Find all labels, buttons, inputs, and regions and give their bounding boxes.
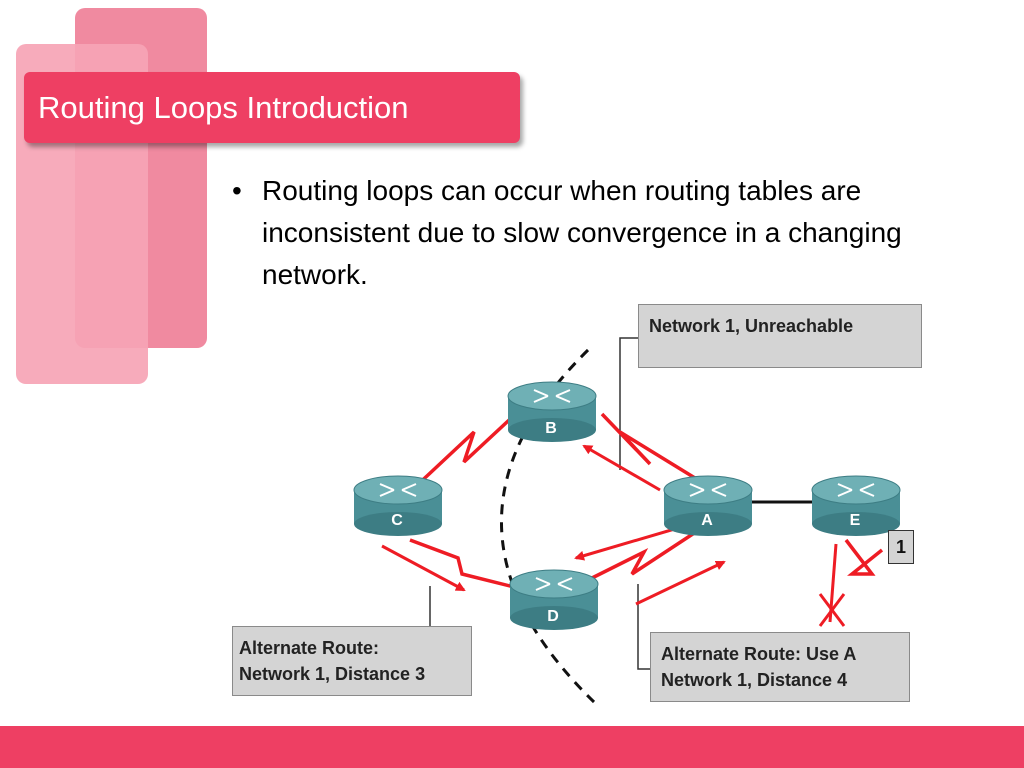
link-c-b	[410, 406, 524, 492]
arrow-d-to-a	[635, 560, 726, 606]
router-e	[811, 475, 901, 536]
router-d	[509, 569, 599, 630]
bullet-text: Routing loops can occur when routing tab…	[262, 175, 902, 290]
link-e-network1	[844, 538, 884, 576]
link-c-d	[409, 538, 519, 590]
callout-network-unreachable: Network 1, Unreachable	[638, 304, 922, 368]
router-label-e: E	[849, 512, 861, 529]
callout-right-line-1: Alternate Route: Use A	[661, 644, 857, 664]
callout-top-leader	[619, 337, 638, 470]
arrow-a-to-b	[582, 444, 661, 492]
router-label-a: A	[701, 512, 713, 529]
callout-top-line-1: Network 1, Unreachable	[649, 316, 854, 336]
footer-bar	[0, 726, 1024, 768]
router-c	[353, 475, 443, 536]
router-label-c: C	[391, 512, 403, 529]
link-d-a	[587, 522, 709, 582]
router-label-d: D	[547, 608, 559, 625]
router-b	[507, 381, 597, 442]
callout-alternate-route-c: Alternate Route: Network 1, Distance 3	[232, 626, 472, 696]
bullet-marker: •	[232, 175, 242, 206]
callout-right-leader	[637, 584, 650, 670]
callout-right-line-2: Network 1, Distance 4	[661, 670, 848, 690]
link-b-a	[600, 412, 709, 488]
callout-left-line-1: Alternate Route:	[239, 638, 380, 658]
diagram-canvas	[353, 337, 901, 704]
slide-title: Routing Loops Introduction	[38, 90, 409, 125]
title-bar: Routing Loops Introduction	[24, 72, 520, 143]
network-1-badge: 1	[888, 530, 914, 564]
link-failure-x2	[818, 593, 846, 627]
arrow-c-to-d	[381, 544, 466, 592]
router-label-b: B	[545, 420, 557, 437]
network-diagram: B C A E D Network 1, Unreachable Alterna…	[232, 304, 922, 704]
router-a	[663, 475, 753, 536]
callout-left-line-2: Network 1, Distance 3	[239, 664, 426, 684]
callout-alternate-route-a: Alternate Route: Use A Network 1, Distan…	[650, 632, 910, 702]
